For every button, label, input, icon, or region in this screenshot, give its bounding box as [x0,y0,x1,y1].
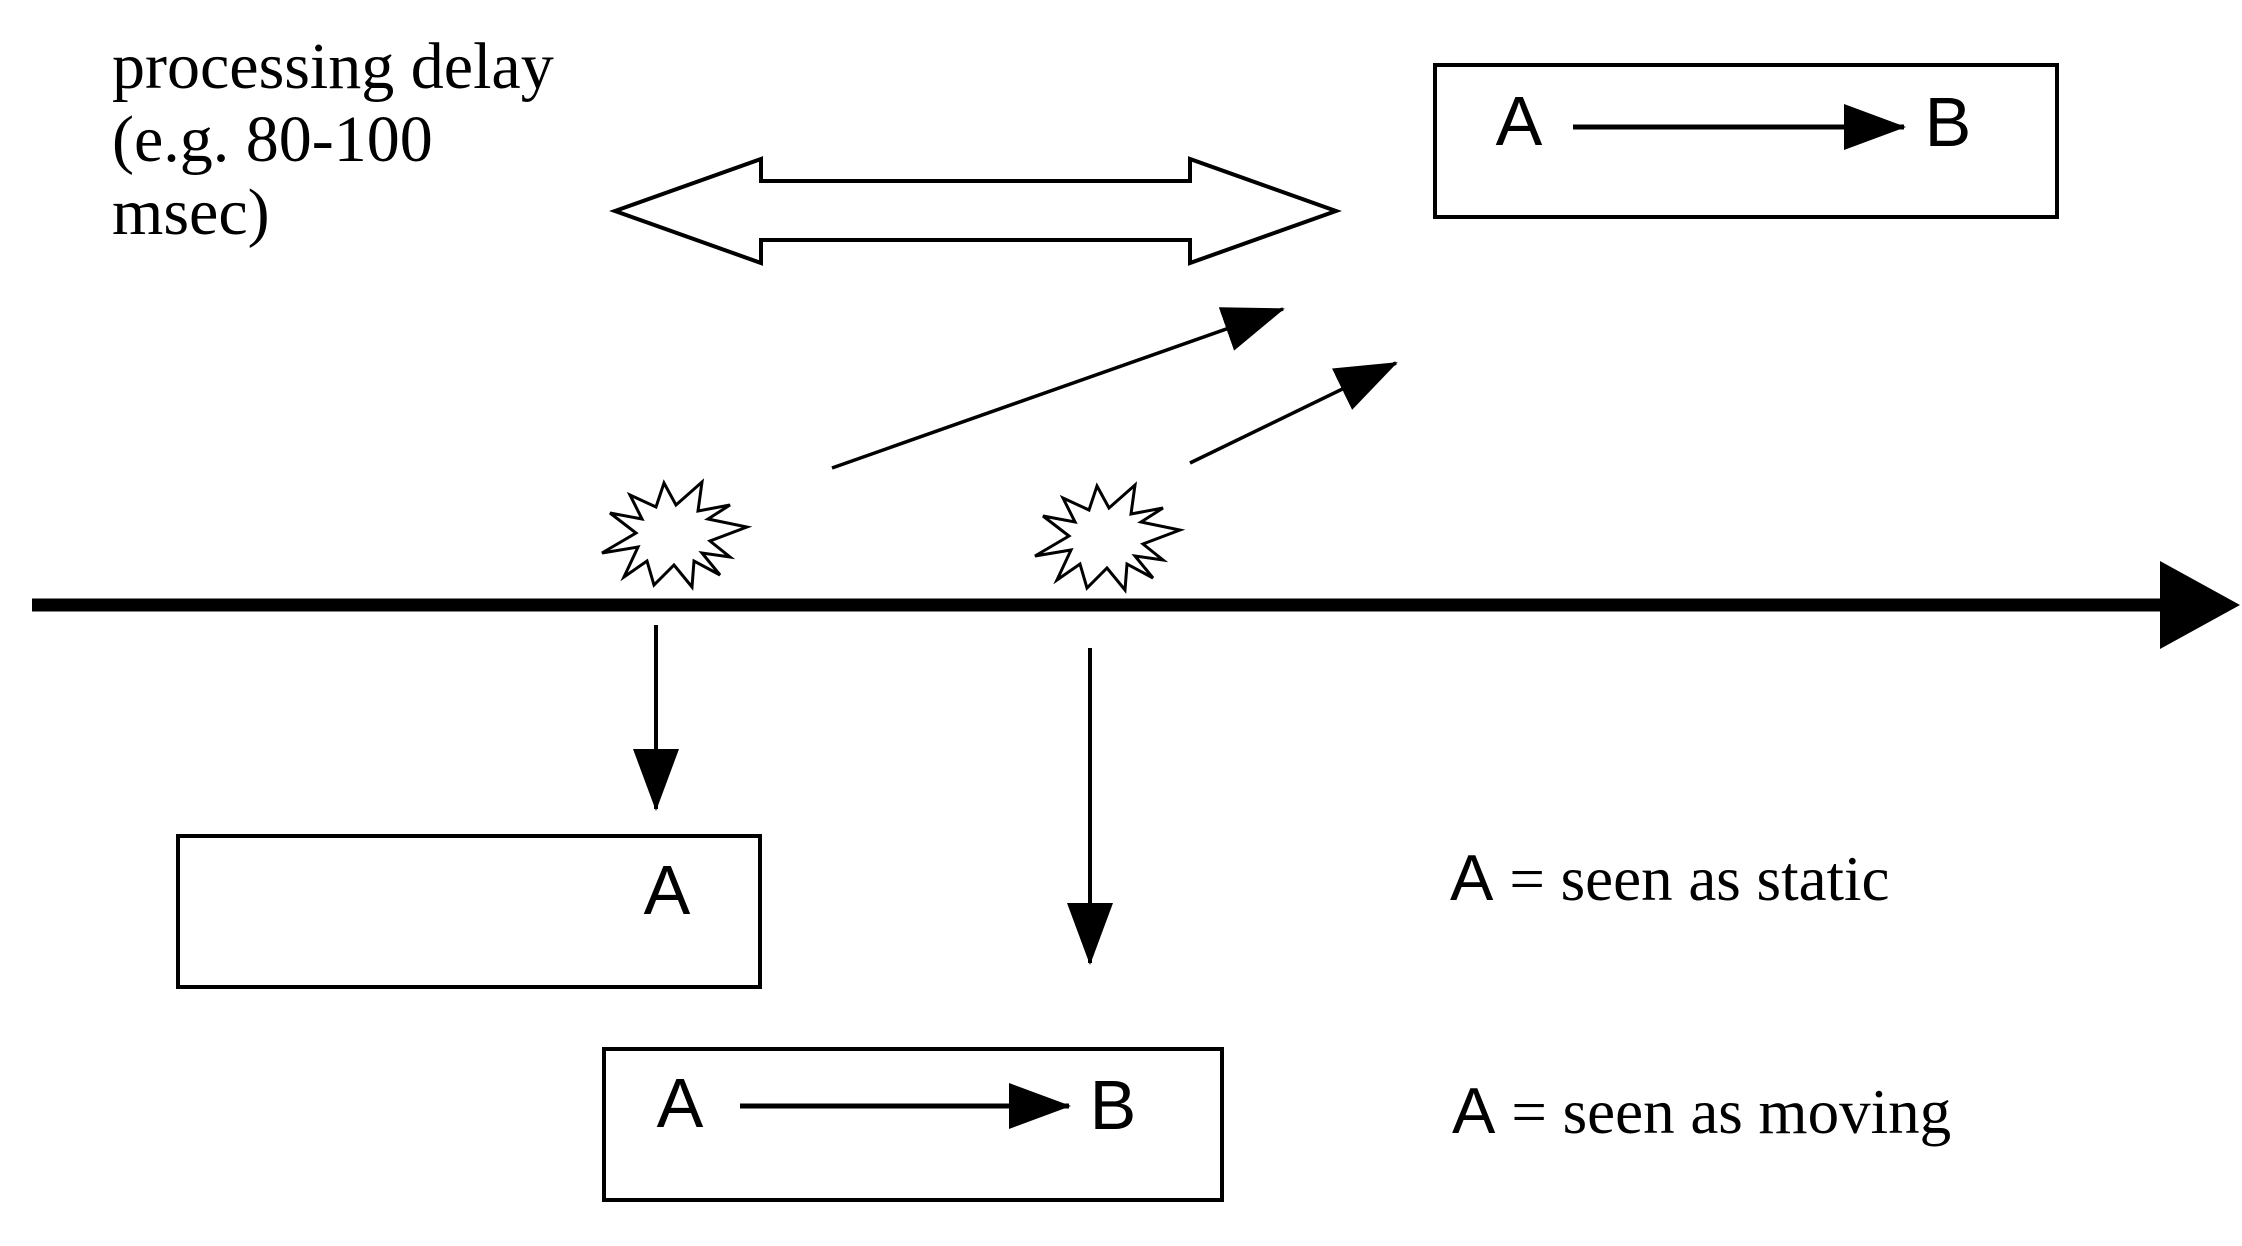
percept-static-letter-a: A [643,851,691,929]
processing-delay-note: processing delay (e.g. 80-100 msec) [112,30,554,249]
legend-moving-definition: = seen as moving [1511,1077,1952,1147]
motion-arrow-1-icon [831,307,1285,470]
percept-delayed-letter-a: A [1495,82,1543,160]
percept-static-box: A [176,834,762,989]
legend-static-letter: A [1450,841,1494,914]
legend-static: A= seen as static [1450,840,1890,916]
percept-moving-box: A B [602,1047,1224,1202]
legend-static-definition: = seen as static [1509,844,1890,914]
percept-delayed-box: A B [1433,63,2059,219]
percept-delayed-letter-b: B [1924,83,1972,161]
percept-moving-letter-a: A [656,1064,704,1142]
processing-delay-note-line2: (e.g. 80-100 [112,103,433,176]
legend-moving: A= seen as moving [1452,1073,1951,1149]
flash-burst-2-icon [1034,481,1186,594]
processing-delay-note-line1: processing delay [112,30,554,103]
delay-span-double-arrow-icon [609,156,1342,266]
processing-delay-note-line3: msec) [112,176,270,249]
legend-moving-letter: A [1452,1074,1496,1147]
percept-moving-letter-b: B [1089,1066,1137,1144]
time-axis-arrowhead-icon [2160,561,2240,649]
motion-arrow-2-icon [1189,361,1398,465]
flash-burst-1-icon [601,478,753,591]
